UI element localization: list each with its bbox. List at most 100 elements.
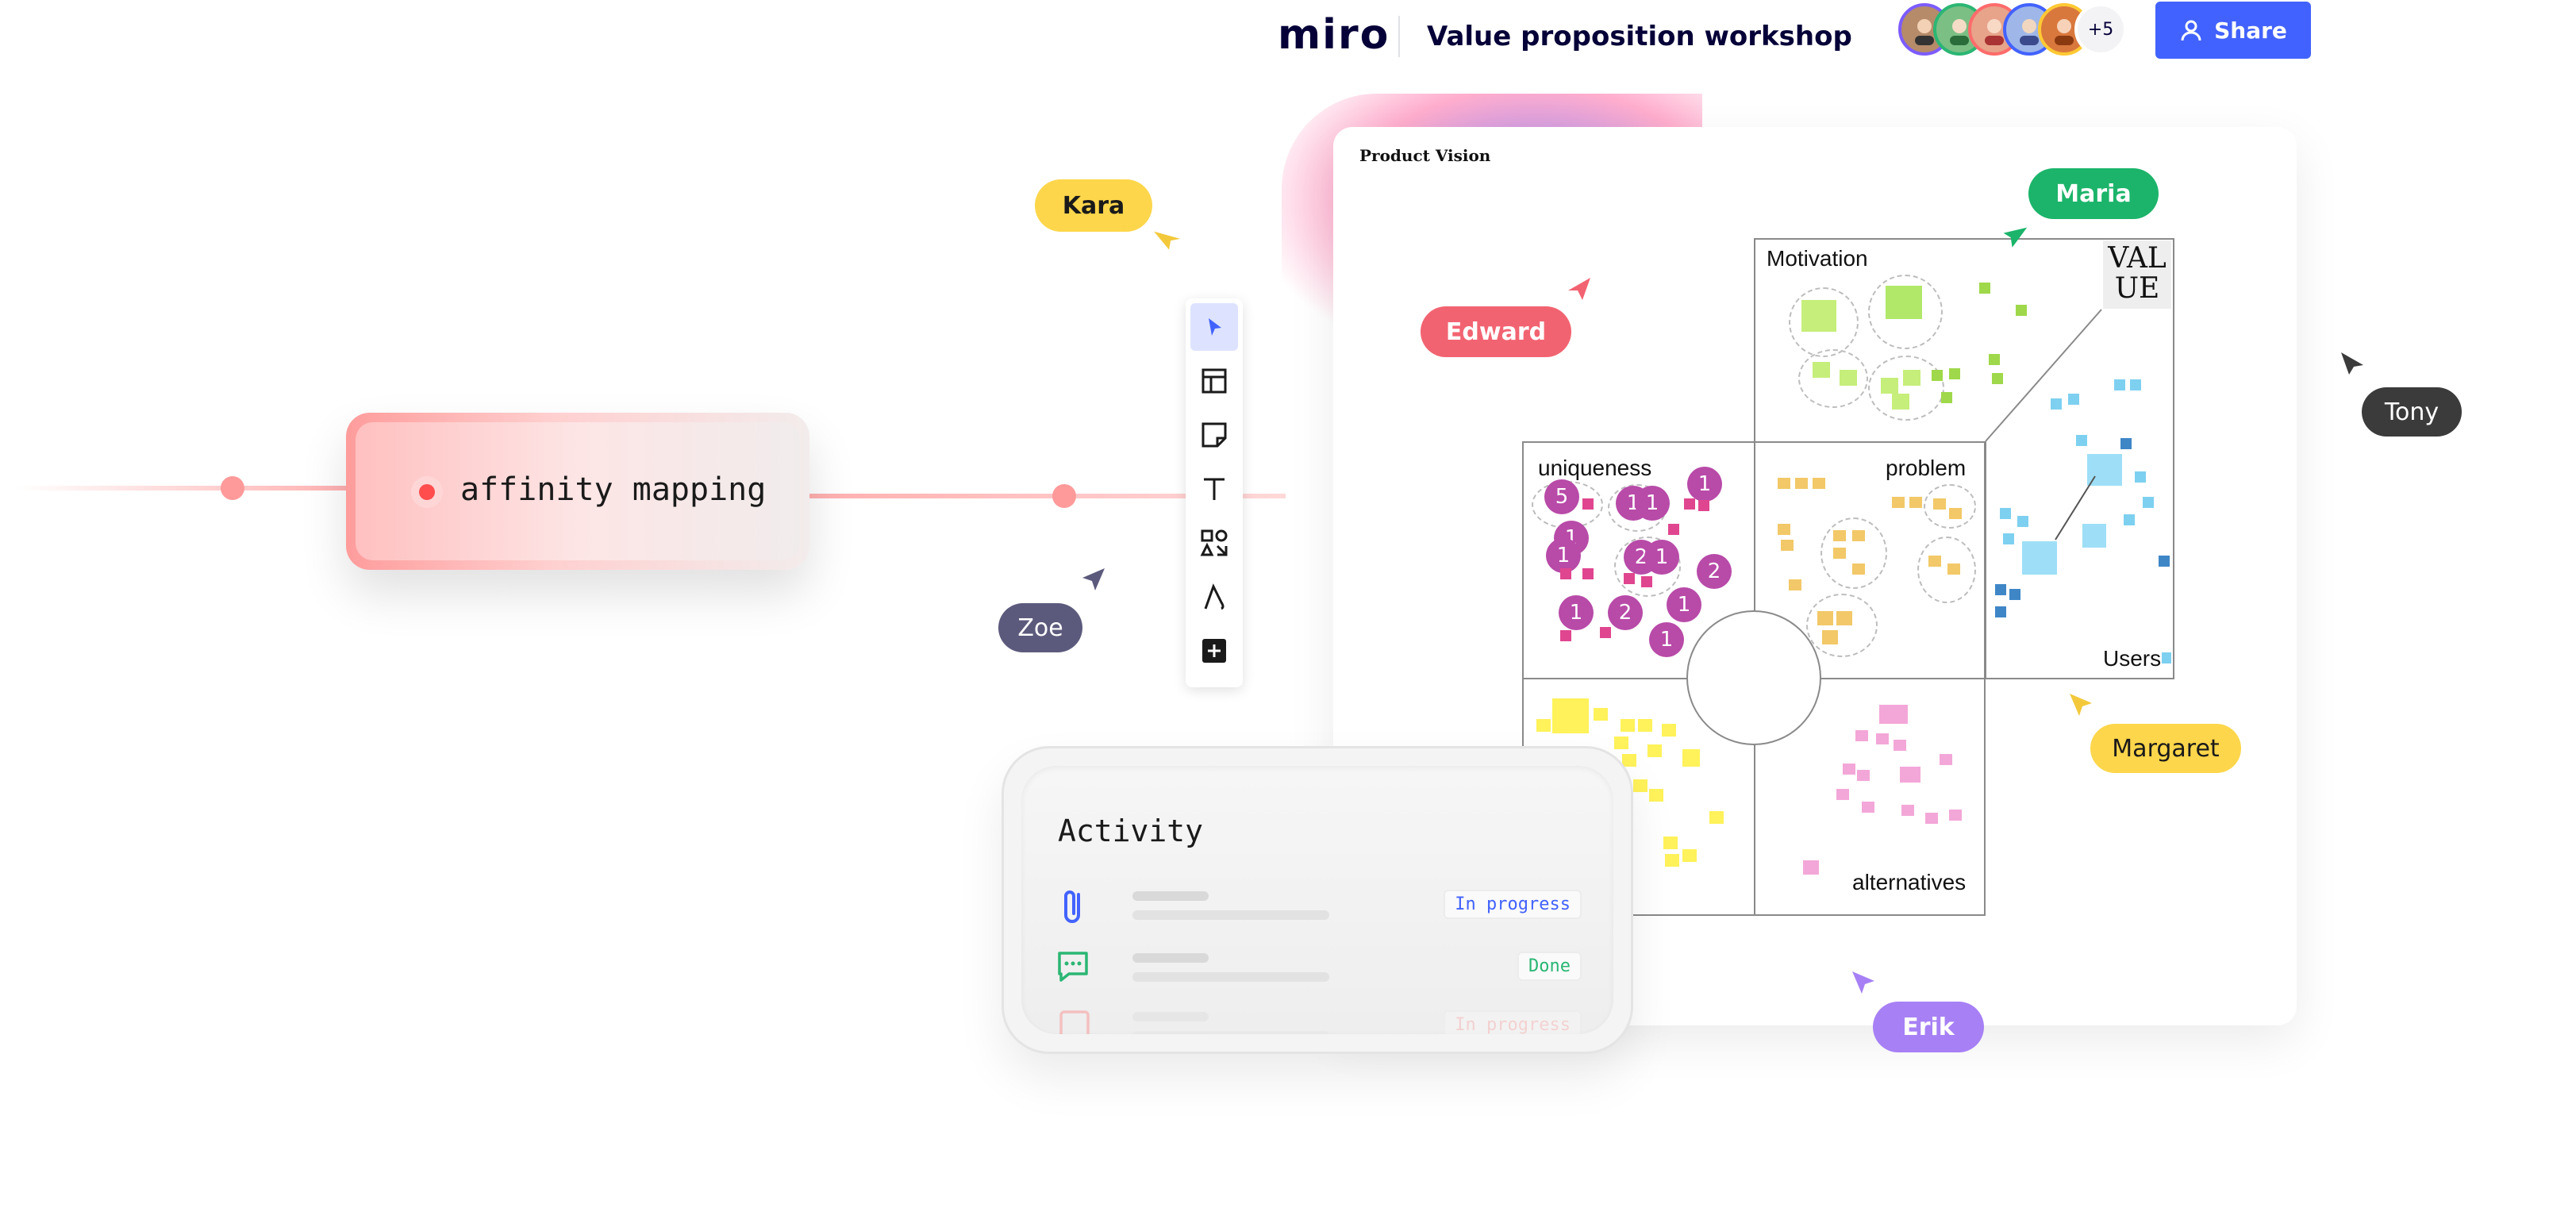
sticky-note[interactable] [1979,283,1990,294]
vote-badge[interactable]: 1 [1687,467,1722,502]
cluster-bubble[interactable] [1821,517,1887,589]
sticky-note[interactable] [1995,606,2006,617]
sticky-note[interactable] [1857,770,1870,781]
sticky-note[interactable] [1633,779,1647,792]
vote-badge[interactable]: 1 [1644,540,1679,575]
sticky-note[interactable] [1822,630,1838,644]
sticky-note[interactable] [1684,498,1695,510]
value-label[interactable]: VAL UE [2103,240,2171,309]
sticky-note[interactable] [1836,611,1852,625]
sticky-note[interactable] [1947,563,1960,575]
pen-tool[interactable] [1190,573,1238,621]
sticky-note[interactable] [1876,733,1889,744]
sticky-note[interactable] [1698,500,1709,511]
vote-badge[interactable]: 1 [1649,622,1684,657]
alternatives-quadrant[interactable] [1754,678,1986,916]
sticky-note[interactable] [1909,497,1922,508]
sticky-note[interactable] [1928,556,1941,567]
vote-badge[interactable]: 1 [1559,595,1594,630]
sticky-note[interactable] [1781,540,1794,551]
sticky-note[interactable] [1789,579,1801,590]
sticky-note[interactable] [1552,698,1589,733]
sticky-note[interactable] [1843,764,1855,775]
sticky-note[interactable] [1903,370,1920,386]
sticky-note[interactable] [1833,530,1846,541]
sticky-note[interactable] [2120,438,2132,449]
activity-row[interactable]: In progress [1053,883,1582,939]
sticky-note[interactable] [1813,478,1825,489]
text-tool[interactable] [1190,465,1238,513]
sticky-note[interactable] [1817,611,1833,625]
sticky-note[interactable] [1995,584,2006,595]
sticky-note[interactable] [1624,573,1635,584]
sticky-note[interactable] [2076,435,2087,446]
sticky-note[interactable] [2162,652,2171,664]
sticky-note[interactable] [1560,568,1571,579]
sticky-note[interactable] [1621,719,1635,732]
vote-badge[interactable]: 2 [1608,595,1643,630]
sticky-note[interactable] [2017,516,2028,527]
activity-card[interactable]: Activity In progress Done In progress [1002,746,1633,1054]
sticky-note[interactable] [2124,514,2135,525]
sticky-note[interactable] [1852,530,1865,541]
frame-label[interactable]: Product Vision [1359,146,1491,165]
sticky-note[interactable] [1682,749,1700,767]
sticky-note[interactable] [1852,563,1865,575]
cluster-bubble[interactable] [1868,275,1943,349]
sticky-note[interactable] [1892,497,1905,508]
sticky-note[interactable] [1778,524,1790,535]
cluster-bubble[interactable] [1924,484,1976,529]
sticky-note[interactable] [1949,508,1962,519]
sticky-note[interactable] [1801,300,1836,332]
sticky-note[interactable] [1665,854,1679,867]
sticky-note[interactable] [2009,589,2020,600]
sticky-note[interactable] [1795,478,1808,489]
sticky-note[interactable] [1862,802,1874,813]
sticky-note[interactable] [2016,305,2027,316]
sticky-note[interactable] [1900,767,1920,783]
sticky-note[interactable] [1949,810,1962,821]
sticky-note[interactable] [1901,805,1914,816]
select-tool[interactable] [1190,303,1238,351]
sticky-note[interactable] [1894,740,1906,751]
share-button[interactable]: Share [2155,2,2311,59]
connector-node[interactable] [221,476,244,500]
sticky-note[interactable] [2114,379,2125,390]
sticky-note[interactable] [2135,471,2146,483]
vote-badge[interactable]: 1 [1546,538,1581,573]
sticky-note[interactable] [1668,524,1679,535]
cluster-bubble[interactable] [1868,356,1944,421]
sticky-note[interactable] [1925,813,1938,824]
sticky-note[interactable] [1933,498,1946,510]
sticky-note[interactable] [1855,730,1868,741]
sticky-note[interactable] [1932,370,1943,381]
sticky-note[interactable] [1989,354,2000,365]
sticky-note[interactable] [1622,754,1636,767]
sticky-note[interactable] [1600,627,1611,638]
sticky-note[interactable] [1560,630,1571,641]
activity-row[interactable]: In progress [1053,1004,1582,1034]
sticky-note[interactable] [2022,541,2057,575]
sticky-note[interactable] [1881,378,1898,394]
sticky-note[interactable] [1778,478,1790,489]
sticky-note[interactable] [1582,498,1594,510]
sticky-note[interactable] [1536,719,1551,732]
board-title[interactable]: Value proposition workshop [1427,21,1852,52]
sticky-note[interactable] [1638,719,1652,732]
vote-badge[interactable]: 2 [1697,554,1732,589]
sticky-note[interactable] [2000,508,2011,519]
sticky-note[interactable] [2068,394,2079,405]
affinity-mapping-card[interactable]: affinity mapping [346,413,809,570]
vote-badge[interactable]: 1 [1667,587,1701,622]
sticky-note[interactable] [1647,744,1662,757]
vote-badge[interactable]: 5 [1544,479,1579,514]
sticky-note[interactable] [2082,524,2106,548]
sticky-note[interactable] [2143,497,2154,508]
sticky-note[interactable] [1833,548,1846,559]
more-collaborators-count[interactable]: +5 [2074,3,2127,56]
activity-row[interactable]: Done [1053,945,1582,1001]
vote-badge[interactable]: 1 [1635,486,1670,521]
sticky-note[interactable] [1813,362,1830,378]
shapes-tool[interactable] [1190,519,1238,567]
templates-tool[interactable] [1190,357,1238,405]
